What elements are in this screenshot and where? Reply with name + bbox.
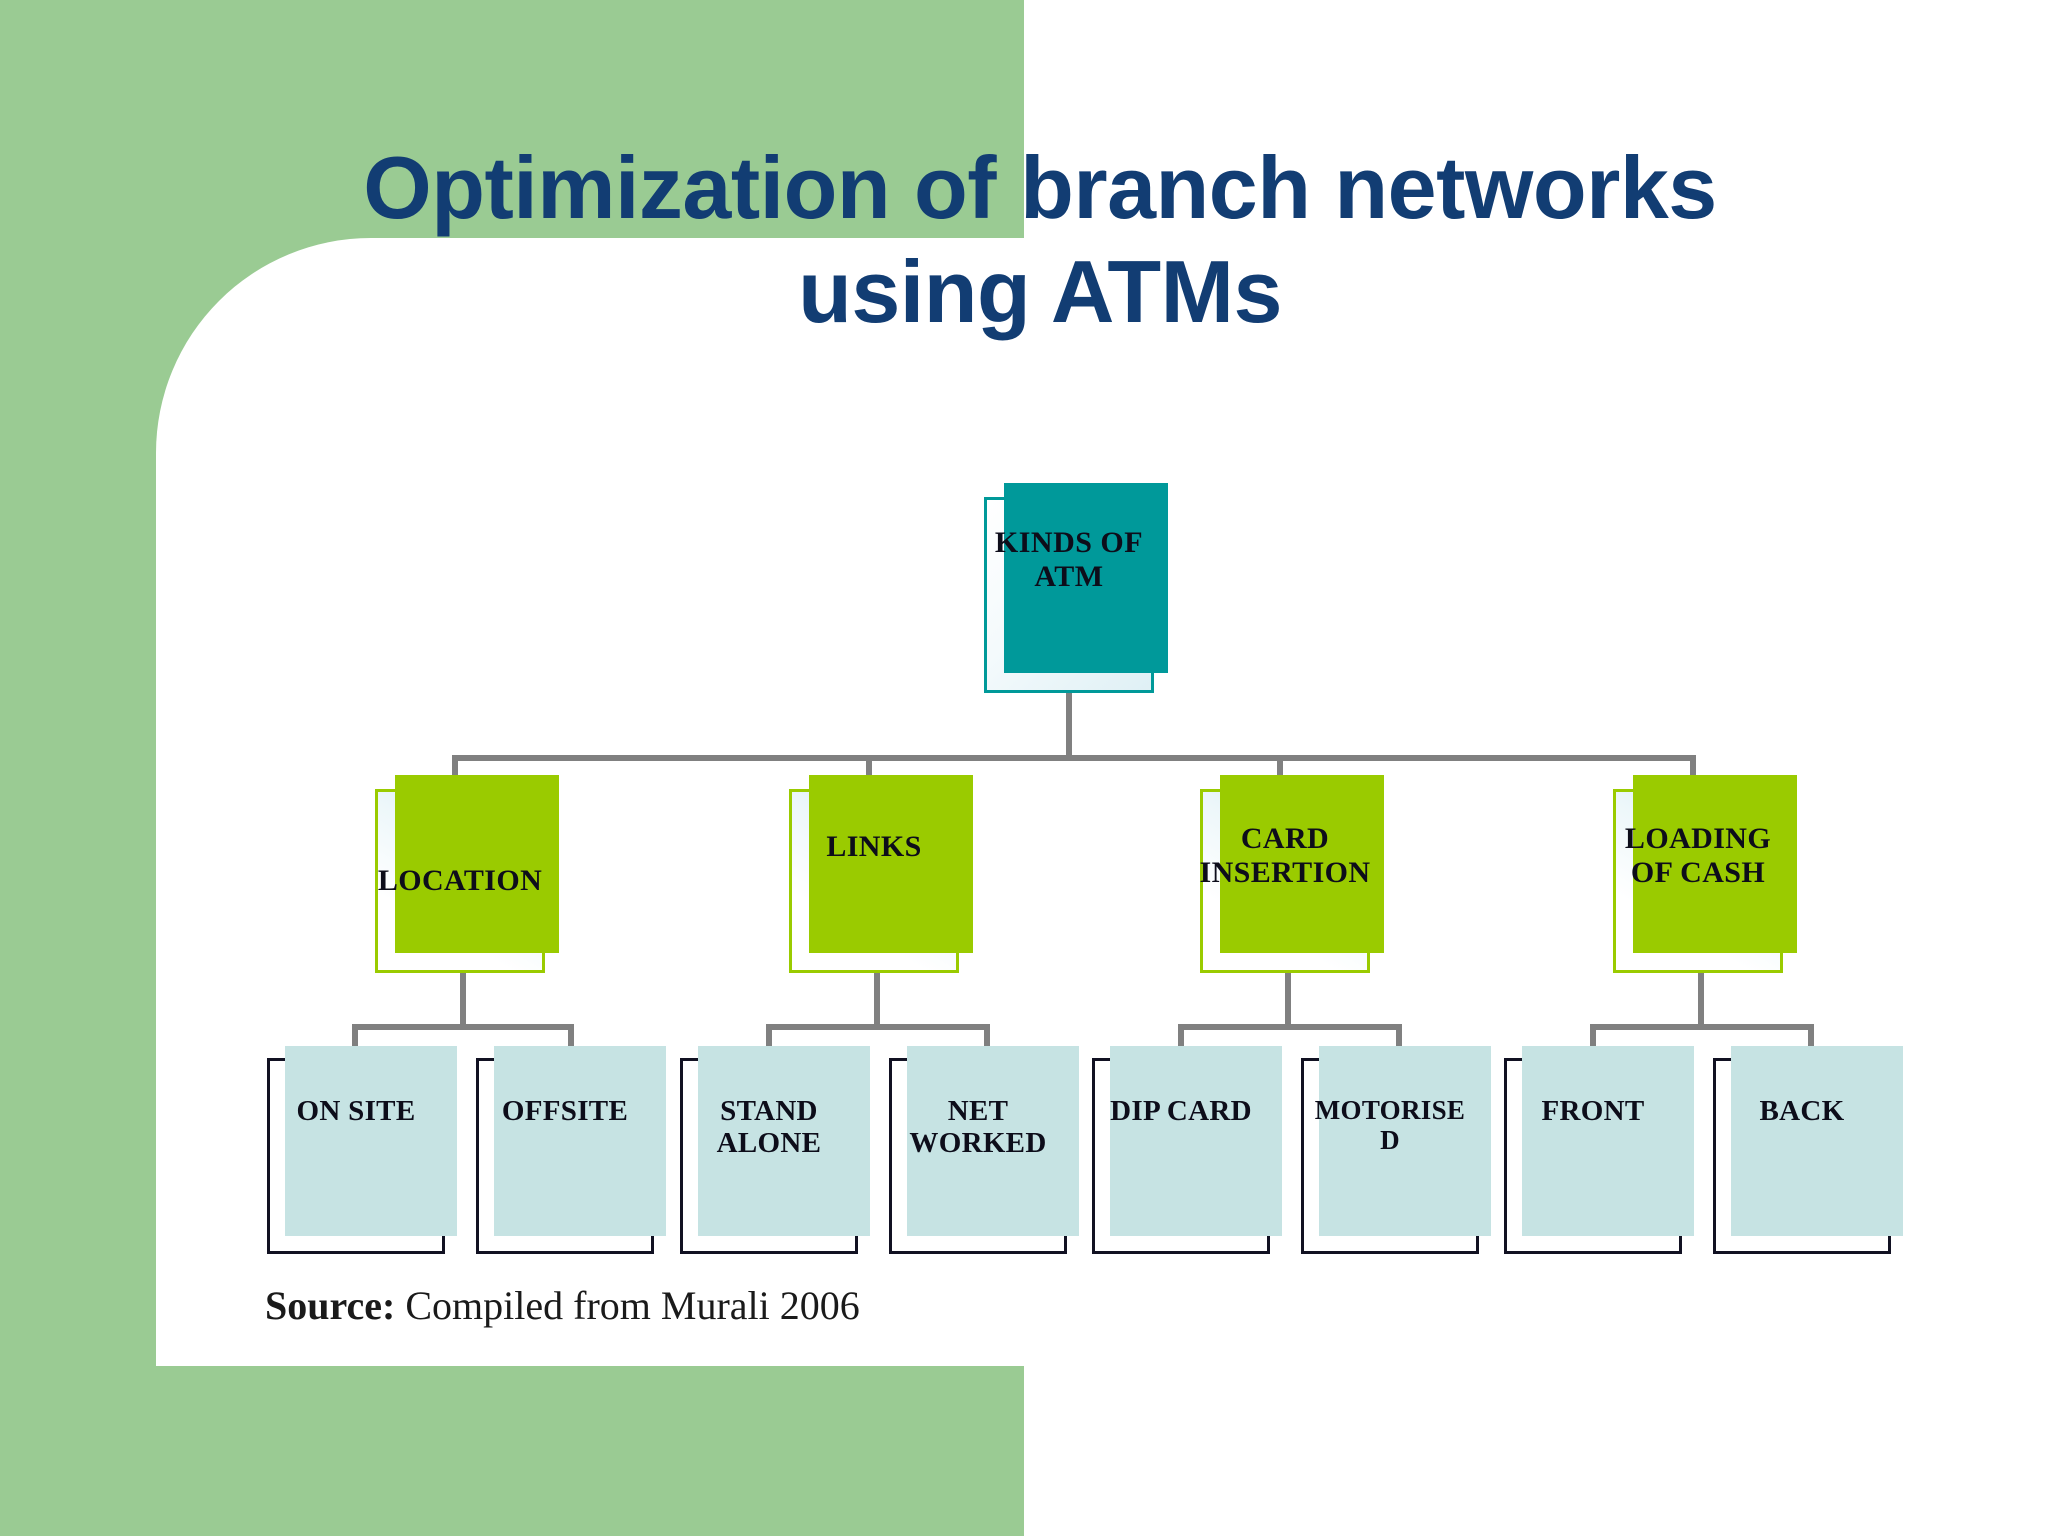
node-label: ON SITE (296, 1095, 416, 1127)
node-label-line-1: CARD (1240, 822, 1330, 855)
node-label-line-1: NET (947, 1095, 1009, 1127)
source-prefix: Source: (265, 1283, 396, 1328)
connector-drop-front (1590, 1024, 1596, 1058)
node-label-line-1: MOTORISE (1314, 1095, 1466, 1125)
node-shadow (285, 1046, 457, 1236)
node-label-line-2: OF CASH (1630, 855, 1766, 889)
node-shadow (1319, 1046, 1491, 1236)
node-shadow (1633, 775, 1797, 953)
source-text: Compiled from Murali 2006 (405, 1283, 860, 1328)
connector-bus-loading-of-cash (1590, 1024, 1814, 1030)
page-title: Optimization of branch networks using AT… (180, 136, 1900, 344)
node-label: STAND ALONE (711, 1095, 828, 1160)
node-label-line-2: WORKED (909, 1127, 1047, 1160)
node-label: LOADING OF CASH (1619, 822, 1777, 889)
node-stand-alone[interactable]: STAND ALONE (680, 1046, 870, 1254)
node-loading-of-cash[interactable]: LOADING OF CASH (1613, 775, 1797, 973)
connector-stem-card-insertion (1285, 973, 1291, 1026)
node-shadow (1004, 483, 1168, 673)
node-shadow (1522, 1046, 1694, 1236)
node-label-line-2: D (1380, 1125, 1400, 1156)
node-net-worked[interactable]: NET WORKED (889, 1046, 1079, 1254)
node-label-line-2: ATM (1034, 559, 1104, 593)
connector-drop-on-site (352, 1024, 358, 1058)
node-location[interactable]: LOCATION (375, 775, 559, 973)
node-back[interactable]: BACK (1713, 1046, 1903, 1254)
connector-drop-card-insertion (1277, 755, 1283, 789)
node-label: FRONT (1541, 1095, 1645, 1127)
connector-drop-loading-of-cash (1690, 755, 1696, 789)
node-label: NET WORKED (903, 1095, 1052, 1160)
connector-bus-links (766, 1024, 990, 1030)
connector-stem-links (874, 973, 880, 1026)
node-label-line-1: KINDS OF (994, 526, 1144, 559)
node-on-site[interactable]: ON SITE (267, 1046, 457, 1254)
node-shadow (1110, 1046, 1282, 1236)
node-motorised[interactable]: MOTORISE D (1301, 1046, 1491, 1254)
node-label-line-2: ALONE (716, 1127, 822, 1160)
node-links[interactable]: LINKS (789, 775, 973, 973)
connector-drop-net-worked (984, 1024, 990, 1058)
connector-drop-stand-alone (766, 1024, 772, 1058)
connector-level2-bus (452, 755, 1696, 761)
connector-bus-location (352, 1024, 574, 1030)
connector-stem-location (460, 973, 466, 1026)
node-shadow (494, 1046, 666, 1236)
node-label: LINKS (826, 830, 922, 863)
node-front[interactable]: FRONT (1504, 1046, 1694, 1254)
node-label: CARD INSERTION (1194, 822, 1377, 889)
connector-drop-offsite (568, 1024, 574, 1058)
connector-drop-back (1808, 1024, 1814, 1058)
node-kinds-of-atm[interactable]: KINDS OF ATM (984, 483, 1168, 693)
connector-drop-links (866, 755, 872, 789)
connector-drop-dip-card (1178, 1024, 1184, 1058)
node-label: DIP CARD (1110, 1095, 1252, 1127)
node-label: KINDS OF ATM (989, 526, 1149, 593)
node-label-line-2: INSERTION (1199, 855, 1371, 889)
connector-drop-motorised (1396, 1024, 1402, 1058)
connector-bus-card-insertion (1178, 1024, 1402, 1030)
connector-drop-location (452, 755, 458, 789)
node-dip-card[interactable]: DIP CARD (1092, 1046, 1282, 1254)
source-attribution: Source: Compiled from Murali 2006 (265, 1282, 860, 1329)
title-line-2: using ATMs (798, 241, 1282, 341)
node-offsite[interactable]: OFFSITE (476, 1046, 666, 1254)
node-shadow (395, 775, 559, 953)
node-label: MOTORISE D (1309, 1095, 1471, 1155)
title-line-1: Optimization of branch networks (363, 138, 1717, 237)
node-label-line-1: LOADING (1624, 822, 1772, 855)
node-label: BACK (1759, 1095, 1845, 1127)
connector-stem-loading-of-cash (1698, 973, 1704, 1026)
node-shadow (1731, 1046, 1903, 1236)
connector-root-stem (1066, 693, 1072, 758)
node-shadow (1220, 775, 1384, 953)
node-shadow (809, 775, 973, 953)
node-card-insertion[interactable]: CARD INSERTION (1200, 775, 1384, 973)
node-label: OFFSITE (501, 1095, 629, 1127)
node-label: LOCATION (377, 864, 543, 898)
node-shadow (698, 1046, 870, 1236)
node-label-line-1: STAND (720, 1095, 818, 1127)
node-shadow (907, 1046, 1079, 1236)
